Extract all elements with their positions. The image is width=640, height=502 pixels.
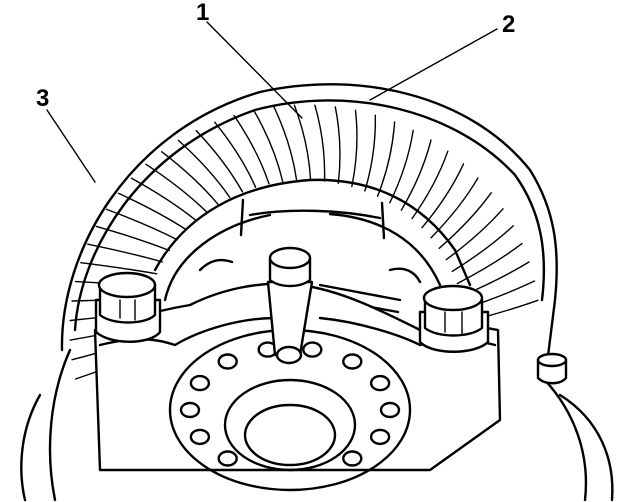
gear-tooth — [87, 243, 164, 263]
gear-tooth — [273, 106, 298, 181]
gear-tooth — [364, 114, 377, 192]
housing-outline — [20, 348, 614, 502]
bolt-hole — [179, 401, 201, 419]
gear-tooth — [430, 177, 479, 239]
gear-tooth — [214, 121, 257, 188]
bolt-hole — [369, 428, 391, 446]
leader-line-3 — [46, 109, 96, 183]
pinion-shaft-lock-bolt — [266, 246, 314, 365]
small-bolt-right — [536, 352, 568, 385]
gear-tooth — [95, 225, 170, 252]
gear-tooth — [233, 114, 270, 185]
bolt-hole — [217, 353, 238, 370]
ring-gear-bolt-left — [94, 271, 162, 343]
bolt-hole — [369, 374, 391, 392]
gear-tooth — [293, 104, 312, 181]
gear-tooth — [177, 139, 231, 199]
gear-tooth — [80, 262, 158, 275]
leader-line-1 — [206, 21, 303, 119]
gear-tooth — [161, 151, 219, 205]
gear-tooth — [253, 109, 284, 183]
gear-tooth — [421, 163, 465, 229]
leader-line-2 — [369, 28, 498, 101]
ring-gear-bolt-right — [418, 284, 490, 353]
gear-tooth — [451, 225, 514, 273]
bolt-hole — [189, 374, 211, 392]
bolt-hole — [342, 353, 363, 370]
bolt-hole-circle — [179, 341, 401, 467]
callout-1: 1 — [196, 0, 209, 26]
bolt-hole — [302, 341, 323, 358]
gear-tooth — [400, 139, 432, 211]
gear-tooth — [314, 104, 326, 182]
gear-tooth — [105, 208, 178, 241]
gear-tooth — [334, 106, 341, 184]
carrier-plate — [93, 282, 502, 492]
bolt-hole — [379, 401, 401, 419]
gear-tooth — [376, 121, 396, 197]
gear-tooth — [438, 192, 492, 249]
callout-2: 2 — [502, 11, 515, 38]
gear-tooth — [195, 129, 244, 193]
callout-3: 3 — [36, 85, 49, 112]
gear-tooth — [351, 109, 358, 188]
gear-tooth — [456, 242, 523, 285]
bolt-hole — [342, 450, 363, 467]
gear-tooth — [130, 177, 197, 221]
bolt-hole — [189, 428, 211, 446]
bolt-hole — [217, 450, 238, 467]
gear-tooth — [411, 150, 449, 220]
gear-tooth — [117, 192, 187, 231]
gear-tooth — [145, 163, 208, 213]
gear-tooth — [389, 129, 414, 204]
leader-lines — [46, 21, 498, 183]
gear-tooth — [445, 208, 504, 261]
